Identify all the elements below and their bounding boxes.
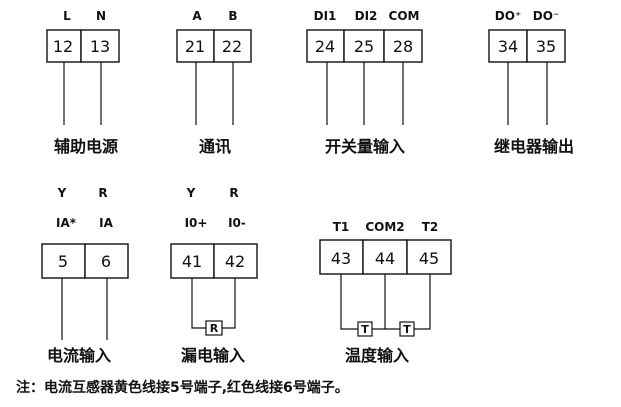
- label-N: N: [96, 9, 106, 23]
- terminal-box-41: [170, 243, 215, 279]
- caption-temperature-input: 温度输入: [344, 346, 409, 365]
- terminal-6: 6: [101, 252, 111, 271]
- wire: [222, 278, 236, 329]
- label-B: B: [228, 9, 237, 23]
- terminal-21: 21: [185, 37, 205, 56]
- label-DI2: DI2: [355, 9, 378, 23]
- group-relay-output: DO⁺ DO⁻ 34 35 继电器输出: [488, 9, 574, 156]
- terminal-box-45: [406, 239, 452, 275]
- label-I0-plus: I0+: [185, 216, 208, 230]
- terminal-35: 35: [536, 37, 556, 56]
- wire: [414, 274, 431, 330]
- footnote: 注：电流互感器黄色线接5号端子,红色线接6号端子。: [16, 379, 349, 396]
- group-leakage-input: Y R I0+ I0- 41 42 R 漏电输入: [170, 186, 258, 365]
- label-IA: IA: [99, 216, 113, 230]
- thermistor-label: T: [403, 323, 411, 336]
- label-T2: T2: [422, 220, 439, 234]
- color-label-Y: Y: [186, 186, 196, 200]
- terminal-box-6: [84, 243, 129, 279]
- caption-aux-power: 辅助电源: [54, 137, 118, 156]
- label-DO-minus: DO⁻: [533, 9, 560, 23]
- caption-current-input: 电流输入: [47, 346, 111, 365]
- color-label-R: R: [98, 186, 107, 200]
- terminal-box-42: [213, 243, 258, 279]
- color-label-Y: Y: [57, 186, 67, 200]
- label-DO-plus: DO⁺: [495, 9, 522, 23]
- terminal-box-13: [80, 29, 120, 63]
- caption-leakage-input: 漏电输入: [181, 346, 245, 365]
- terminal-box-44: [362, 239, 408, 275]
- terminal-25: 25: [354, 37, 374, 56]
- label-DI1: DI1: [314, 9, 337, 23]
- group-communication: A B 21 22 通讯: [176, 9, 252, 156]
- terminal-box-22: [213, 29, 252, 63]
- label-I0-minus: I0-: [228, 216, 246, 230]
- resistor: [205, 320, 223, 336]
- group-current-input: Y R IA* IA 5 6 电流输入: [41, 186, 129, 365]
- wire: [340, 274, 358, 330]
- terminal-45: 45: [419, 249, 439, 268]
- terminal-42: 42: [225, 252, 245, 271]
- thermistor-label: T: [361, 323, 369, 336]
- thermistor: [357, 321, 373, 337]
- terminal-24: 24: [315, 37, 335, 56]
- caption-switch-input: 开关量输入: [325, 137, 405, 156]
- resistor-label: R: [210, 322, 219, 335]
- terminal-13: 13: [90, 37, 110, 56]
- color-label-R: R: [229, 186, 238, 200]
- caption-relay-output: 继电器输出: [494, 137, 574, 156]
- group-aux-power: L N 12 13 辅助电源: [46, 9, 120, 156]
- thermistor: [399, 321, 415, 337]
- label-A: A: [192, 9, 202, 23]
- group-switch-input: DI1 DI2 COM 24 25 28 开关量输入: [306, 9, 423, 156]
- terminal-box-21: [176, 29, 215, 63]
- label-COM: COM: [389, 9, 420, 23]
- label-L: L: [63, 9, 71, 23]
- terminal-box-5: [41, 243, 86, 279]
- terminal-34: 34: [498, 37, 518, 56]
- terminal-28: 28: [393, 37, 413, 56]
- terminal-44: 44: [375, 249, 395, 268]
- label-T1: T1: [333, 220, 350, 234]
- terminal-box-25: [343, 29, 385, 63]
- label-IA-star: IA*: [56, 216, 77, 230]
- terminal-12: 12: [53, 37, 73, 56]
- terminal-22: 22: [222, 37, 242, 56]
- caption-communication: 通讯: [199, 137, 231, 156]
- terminal-5: 5: [58, 252, 68, 271]
- wire: [191, 278, 206, 329]
- terminal-43: 43: [331, 249, 351, 268]
- terminal-box-28: [383, 29, 423, 63]
- terminal-41: 41: [182, 252, 202, 271]
- group-temperature-input: T1 COM2 T2 43 44 45 T T 温度输入: [319, 220, 452, 365]
- terminal-box-35: [526, 29, 566, 63]
- label-COM2: COM2: [365, 220, 404, 234]
